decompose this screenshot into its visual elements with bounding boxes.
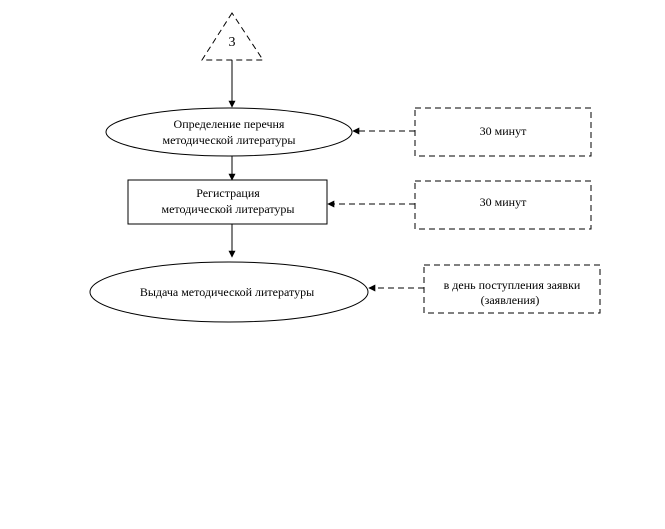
time-box-2: 30 минут (414, 180, 592, 230)
time-box-2-rect (414, 180, 592, 230)
time-box-1-rect (414, 107, 592, 157)
time-box-1: 30 минут (414, 107, 592, 157)
time-box-3: в день поступления заявки (заявления) (423, 264, 601, 314)
step-3-ellipse (89, 261, 369, 323)
time-box-3-label-line1: в день поступления заявки (444, 278, 581, 292)
step-2-label-line2: методической литературы (162, 202, 295, 216)
time-box-3-label-line2: (заявления) (481, 293, 540, 307)
offpage-connector: 3 (201, 12, 264, 61)
step-1-label-line1: Определение перечня (174, 117, 285, 131)
step-2-label-line1: Регистрация (196, 186, 260, 200)
step-3-node: Выдача методической литературы (89, 261, 369, 323)
step-1-node: Определение перечня методической литерат… (105, 107, 353, 157)
step-2-node: Регистрация методической литературы (127, 179, 328, 225)
step-1-ellipse (105, 107, 353, 157)
connector-triangle-shape (201, 12, 264, 61)
time-box-1-label: 30 минут (480, 124, 527, 138)
connector-label: 3 (229, 35, 236, 50)
step-1-label-line2: методической литературы (163, 133, 296, 147)
time-box-2-label: 30 минут (480, 195, 527, 209)
time-box-3-rect (423, 264, 601, 314)
step-3-label: Выдача методической литературы (140, 285, 314, 299)
step-2-rect (127, 179, 328, 225)
